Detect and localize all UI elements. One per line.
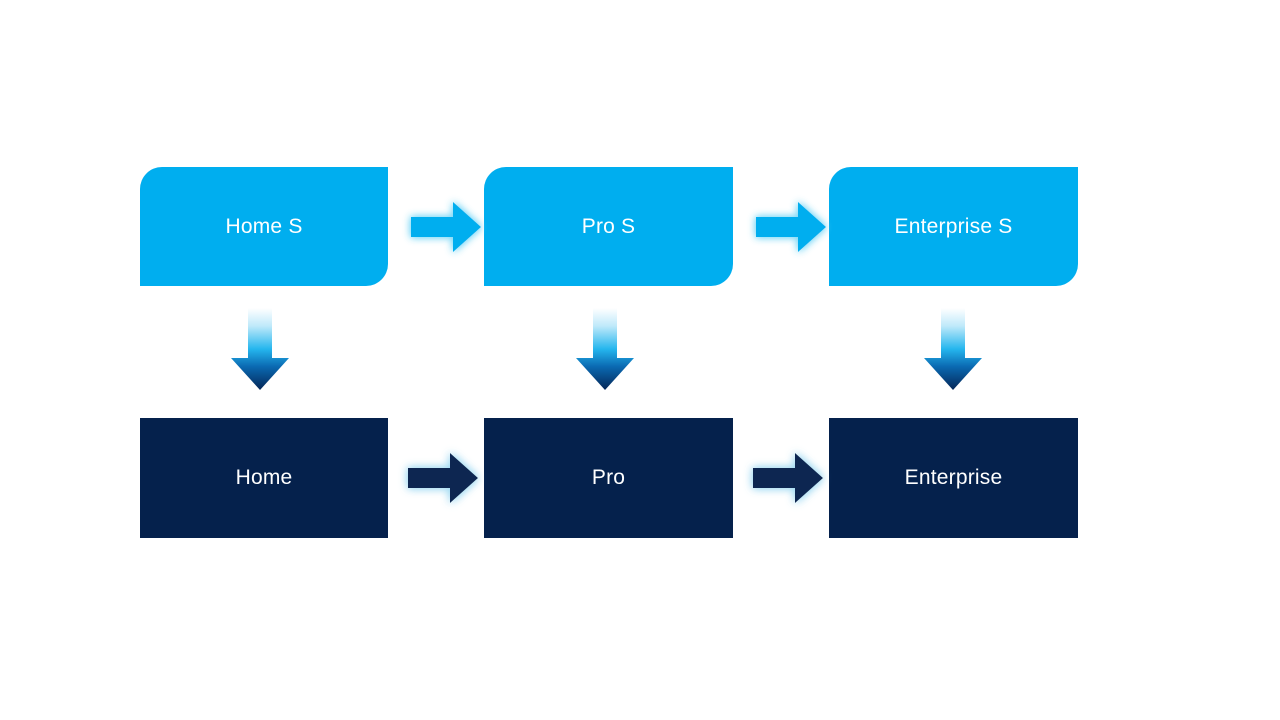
node-home-s-label: Home S	[225, 214, 303, 238]
node-pro-s-label: Pro S	[581, 214, 636, 238]
arrow-right-icon	[411, 202, 481, 252]
arrow-right-icon	[756, 202, 826, 252]
connector-pro-s-to-enterprise-s	[748, 196, 832, 258]
node-home-s[interactable]: Home S	[140, 167, 388, 286]
node-enterprise-label: Enterprise	[904, 466, 1003, 490]
connector-enterprise-s-to-enterprise	[921, 306, 985, 392]
connector-pro-to-enterprise	[745, 447, 829, 509]
node-pro-label: Pro	[591, 466, 626, 490]
node-enterprise[interactable]: Enterprise	[829, 418, 1078, 538]
node-home-label: Home	[235, 466, 293, 490]
node-enterprise-s-label: Enterprise S	[894, 214, 1013, 238]
node-pro-s[interactable]: Pro S	[484, 167, 733, 286]
node-home[interactable]: Home	[140, 418, 388, 538]
arrow-down-icon	[924, 308, 982, 390]
connector-home-s-to-pro-s	[403, 196, 487, 258]
arrow-right-icon	[753, 453, 823, 503]
arrow-right-icon	[408, 453, 478, 503]
node-enterprise-s[interactable]: Enterprise S	[829, 167, 1078, 286]
connector-pro-s-to-pro	[573, 306, 637, 392]
arrow-down-icon	[231, 308, 289, 390]
connector-home-s-to-home	[228, 306, 292, 392]
node-pro[interactable]: Pro	[484, 418, 733, 538]
connector-home-to-pro	[400, 447, 484, 509]
arrow-down-icon	[576, 308, 634, 390]
